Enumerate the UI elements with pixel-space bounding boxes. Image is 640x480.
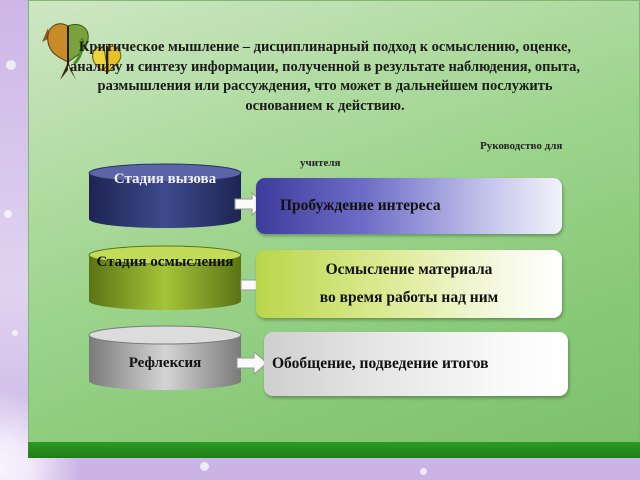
decor-dot	[6, 60, 16, 70]
stage-label-call: Стадия вызова	[113, 171, 217, 187]
source-line-1: Руководство для	[480, 140, 563, 152]
heading-text: Критическое мышление – дисциплинарный по…	[70, 39, 581, 114]
stage-cylinder-reflection: Рефлексия	[88, 325, 242, 391]
stage-cylinder-call: Стадия вызова	[88, 163, 242, 229]
result-text-interest: Пробуждение интереса	[280, 197, 441, 214]
slide-bottom-bar	[28, 442, 640, 458]
result-text-comprehension-2: во время работы над ним	[319, 289, 499, 306]
stage-label-comprehension: Стадия осмысления	[96, 254, 234, 270]
result-box-interest: Пробуждение интереса	[256, 178, 562, 234]
result-text-comprehension-1: Осмысление материала	[325, 261, 493, 278]
source-line-2: учителя	[300, 157, 341, 169]
result-text-reflection: Обобщение, подведение итогов	[272, 355, 489, 372]
stage-cylinder-comprehension: Стадия осмысления	[88, 245, 242, 311]
butterfly-icon	[38, 18, 130, 88]
result-box-comprehension: Осмысление материала во время работы над…	[256, 250, 562, 318]
arrow-right-icon	[236, 350, 268, 376]
decor-dot	[4, 210, 12, 218]
decor-dot	[200, 462, 209, 471]
decor-dot	[420, 468, 427, 475]
result-box-reflection: Обобщение, подведение итогов	[264, 332, 568, 396]
stage-label-reflection: Рефлексия	[128, 355, 202, 371]
decor-dot	[12, 330, 18, 336]
